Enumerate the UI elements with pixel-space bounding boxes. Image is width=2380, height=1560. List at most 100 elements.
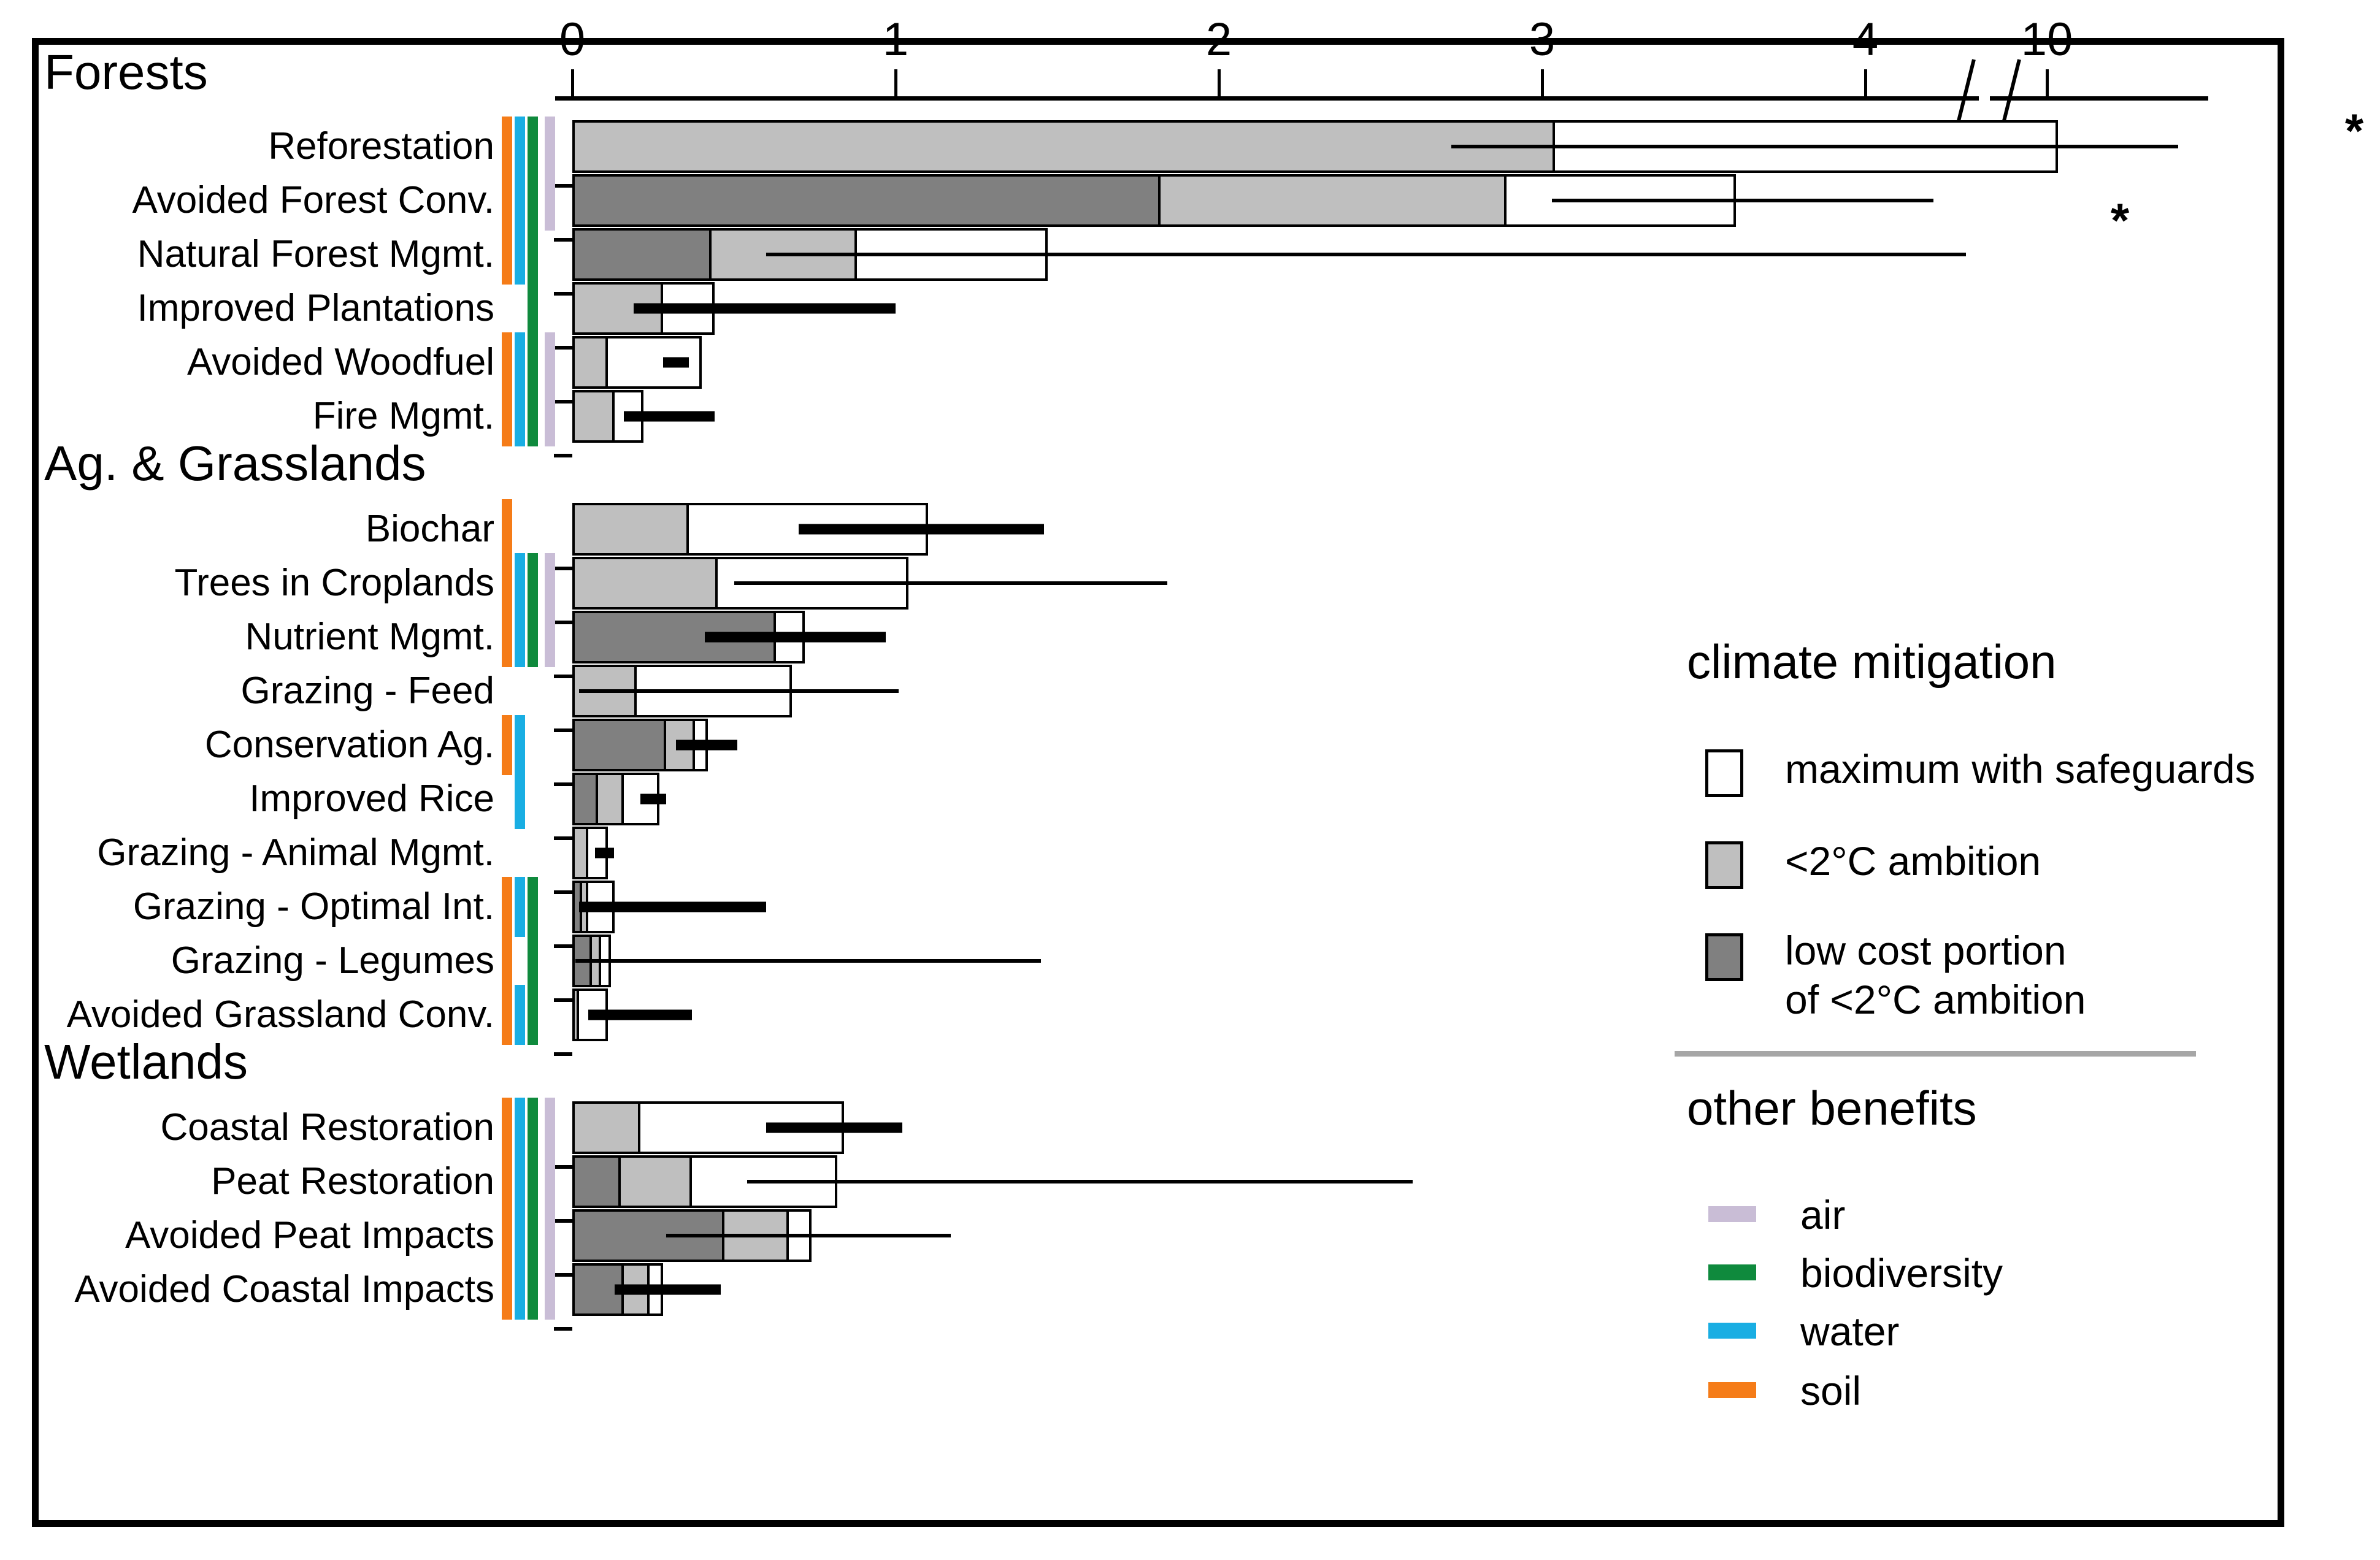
bar-segment-ambition: [572, 1101, 640, 1154]
legend-swatch-benefit-soil: [1708, 1382, 1756, 1398]
section-header-wetlands: Wetlands: [44, 1034, 248, 1089]
bar-segment-lowcost: [572, 1155, 621, 1208]
bar-segment-ambition: [598, 773, 624, 825]
row-tick: [554, 346, 572, 350]
benefit-swatch-water: [515, 170, 525, 231]
bar-segment-ambition: [572, 120, 1556, 173]
benefit-swatch-water: [515, 607, 525, 667]
benefit-swatch-soil: [502, 386, 512, 446]
benefit-swatch-soil: [502, 499, 512, 559]
benefit-swatch-soil: [502, 877, 512, 937]
row-label: Reforestation: [268, 125, 494, 167]
row-label: Grazing - Animal Mgmt.: [97, 832, 494, 874]
benefit-swatch-soil: [502, 931, 512, 991]
bar-segment-ambition: [572, 336, 608, 389]
row-tick: [554, 621, 572, 624]
row-tick: [554, 400, 572, 403]
row-label: Avoided Grassland Conv.: [66, 993, 494, 1036]
benefit-swatch-biodiversity: [528, 224, 538, 285]
legend-label-benefit-biodiversity: biodiversity: [1800, 1250, 2003, 1296]
legend-label-benefit-soil: soil: [1800, 1368, 1862, 1413]
error-bar: [634, 303, 896, 314]
bar-segment-ambition: [572, 988, 579, 1041]
error-bar: [666, 1234, 951, 1237]
legend-label-mitigation-1: <2°C ambition: [1785, 838, 2041, 884]
row-label: Coastal Restoration: [160, 1106, 495, 1149]
legend-label-benefit-air: air: [1800, 1192, 1846, 1237]
legend-swatch-benefit-air: [1708, 1206, 1756, 1222]
benefit-swatch-biodiversity: [528, 931, 538, 991]
benefit-swatch-soil: [502, 170, 512, 231]
section-header-ag-grasslands: Ag. & Grasslands: [44, 436, 426, 491]
benefit-swatch-biodiversity: [528, 1152, 538, 1212]
error-bar: [766, 1122, 902, 1133]
x-axis-tick: [1541, 69, 1544, 98]
benefit-swatch-biodiversity: [528, 278, 538, 338]
legend-swatch-mitigation-2: [1705, 933, 1743, 981]
truncated-range-asterisk: *: [2344, 104, 2364, 158]
benefit-swatch-water: [515, 1206, 525, 1266]
section-header-forests: Forests: [44, 45, 208, 99]
benefit-swatch-air: [545, 386, 555, 446]
benefit-swatch-air: [545, 1152, 555, 1212]
error-bar: [588, 1009, 692, 1020]
bar-segment-maximum: [607, 336, 702, 389]
row-tick: [554, 184, 572, 188]
bar-segment-ambition: [572, 827, 589, 879]
benefit-swatch-soil: [502, 553, 512, 613]
benefit-swatch-air: [545, 1260, 555, 1320]
bar-segment-ambition: [621, 1155, 692, 1208]
error-bar: [734, 581, 1167, 585]
benefit-swatch-soil: [502, 715, 512, 775]
row-label: Improved Plantations: [137, 287, 494, 329]
error-bar: [578, 689, 899, 693]
error-bar: [624, 411, 715, 422]
row-label: Avoided Woodfuel: [187, 341, 494, 383]
row-label: Avoided Forest Conv.: [132, 179, 494, 221]
legend-swatch-mitigation-0: [1705, 749, 1743, 797]
legend-swatch-benefit-biodiversity: [1708, 1264, 1756, 1280]
benefit-swatch-water: [515, 117, 525, 177]
row-tick: [554, 944, 572, 948]
benefit-swatch-biodiversity: [528, 553, 538, 613]
error-bar: [614, 1284, 721, 1295]
benefit-swatch-water: [515, 1098, 525, 1158]
legend-label-mitigation-2b: of <2°C ambition: [1785, 977, 2086, 1022]
benefit-swatch-soil: [502, 1260, 512, 1320]
row-label: Conservation Ag.: [204, 724, 494, 766]
row-label: Grazing - Optimal Int.: [132, 885, 494, 928]
x-axis-tick-label: 10: [2021, 13, 2073, 66]
row-tick: [554, 1219, 572, 1223]
benefit-swatch-biodiversity: [528, 332, 538, 392]
benefit-swatch-soil: [502, 607, 512, 667]
truncated-range-asterisk: *: [2110, 193, 2130, 247]
row-tick: [554, 238, 572, 242]
x-axis-tick: [2046, 69, 2049, 98]
bar-segment-ambition: [572, 557, 718, 610]
x-axis-tick-label: 4: [1852, 13, 1879, 66]
benefit-swatch-water: [515, 715, 525, 775]
error-bar: [675, 740, 737, 751]
row-tick: [554, 836, 572, 840]
x-axis-tick-label: 2: [1205, 13, 1232, 66]
axis-break-gap: [1979, 90, 1990, 104]
row-tick: [554, 1273, 572, 1277]
error-bar: [798, 524, 1045, 535]
error-bar: [1451, 145, 2179, 148]
bar-segment-lowcost: [572, 174, 1161, 227]
row-tick: [554, 1327, 572, 1331]
error-bar: [640, 793, 666, 805]
row-label: Grazing - Legumes: [171, 939, 494, 982]
legend-divider: [1675, 1051, 2196, 1057]
row-label: Trees in Croplands: [174, 562, 495, 604]
error-bar: [747, 1180, 1413, 1183]
x-axis-tick: [894, 69, 897, 98]
benefit-swatch-air: [545, 1098, 555, 1158]
bar-segment-lowcost: [572, 773, 599, 825]
row-tick: [554, 675, 572, 678]
row-tick: [554, 998, 572, 1002]
row-label: Improved Rice: [249, 778, 494, 820]
benefit-swatch-water: [515, 985, 525, 1045]
benefit-swatch-biodiversity: [528, 1260, 538, 1320]
